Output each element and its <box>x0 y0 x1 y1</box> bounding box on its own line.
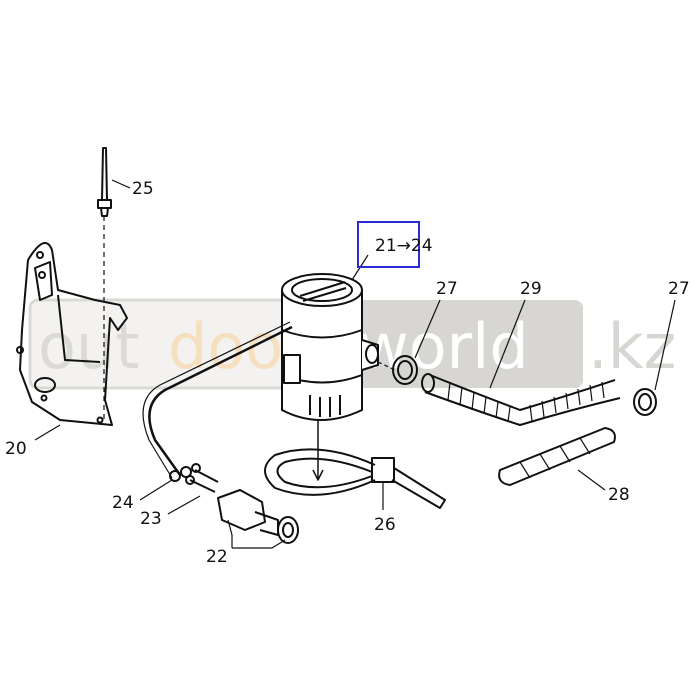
part-20-bracket <box>16 241 128 426</box>
watermark-out: out <box>38 310 140 383</box>
part-27-clamp-a <box>377 355 418 385</box>
label-27b: 27 <box>668 279 690 299</box>
part-27-clamp-b <box>633 388 657 416</box>
leader-lines <box>34 179 676 549</box>
label-26: 26 <box>374 515 396 535</box>
part-23-bolt <box>185 463 219 493</box>
cable <box>148 325 293 476</box>
label-28: 28 <box>608 485 630 505</box>
cable-inner <box>142 321 291 479</box>
label-24: 24 <box>112 493 134 513</box>
label-23: 23 <box>140 509 162 529</box>
label-22: 22 <box>206 547 228 567</box>
part-22-connector <box>217 489 299 544</box>
part-25-rivet <box>97 147 112 420</box>
highlight-box <box>357 221 420 268</box>
label-27a: 27 <box>436 279 458 299</box>
label-25: 25 <box>132 179 154 199</box>
part-24-nut <box>169 466 192 482</box>
watermark-kz: .kz <box>588 310 676 383</box>
label-29: 29 <box>520 279 542 299</box>
watermark-world: world <box>358 310 529 383</box>
part-21-pump <box>281 273 379 421</box>
part-28-sleeve <box>498 427 616 486</box>
part-26-cable-tie <box>264 448 446 509</box>
part-29-hose <box>421 373 621 426</box>
label-21-24: 21→24 <box>375 236 433 256</box>
label-20: 20 <box>5 439 27 459</box>
